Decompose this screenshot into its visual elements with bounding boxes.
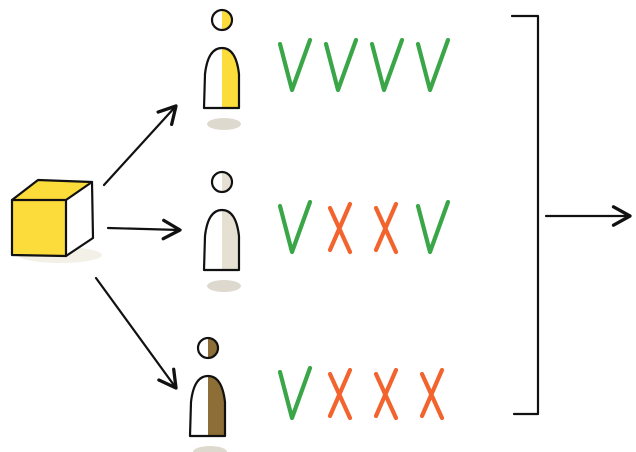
cross-mark-icon (419, 367, 445, 421)
person-icon (202, 8, 241, 130)
check-mark-icon (369, 37, 405, 93)
cross-mark-icon (373, 201, 399, 255)
cross-mark-icon (327, 367, 353, 421)
person-icon (188, 336, 227, 452)
check-mark-icon (415, 199, 451, 255)
cube-icon (10, 178, 102, 263)
check-mark-icon (277, 365, 313, 421)
check-mark-icon (415, 37, 451, 93)
check-mark-icon (323, 37, 359, 93)
check-mark-icon (277, 37, 313, 93)
arrow-to-bottom-figure (94, 276, 178, 390)
cross-mark-icon (327, 201, 353, 255)
check-mark-icon (277, 199, 313, 255)
arrow-to-middle-figure (106, 218, 182, 241)
person-icon (202, 170, 241, 292)
arrow-to-top-figure (102, 104, 178, 187)
cross-mark-icon (373, 367, 399, 421)
bracket-icon (510, 14, 540, 416)
